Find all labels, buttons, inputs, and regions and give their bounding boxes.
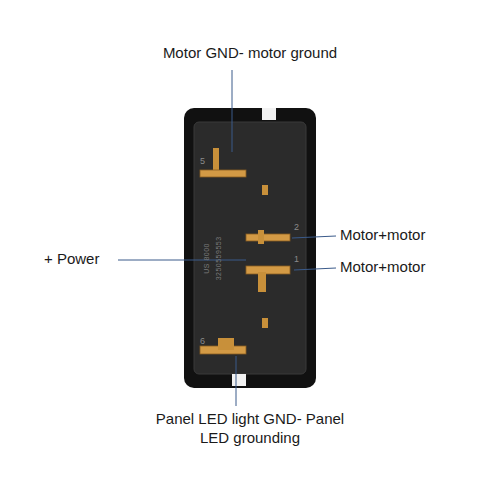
pin-number: 5 — [200, 156, 205, 167]
leader-line — [118, 260, 246, 261]
terminal-blade — [246, 234, 290, 241]
small-pin — [262, 185, 268, 195]
pin-function-label: Motor+motor — [340, 226, 425, 245]
leader-line — [236, 356, 237, 406]
embossed-marking: 3250559553 — [215, 236, 224, 280]
terminal-blade — [258, 230, 264, 244]
pin-function-label: Motor+motor — [340, 258, 425, 277]
terminal-blade — [218, 338, 234, 350]
small-pin — [262, 318, 268, 328]
pin-function-label: Motor GND- motor ground — [163, 44, 337, 63]
terminal-blade — [258, 272, 266, 292]
switch-back-panel — [194, 122, 306, 374]
switch-housing — [184, 108, 316, 388]
leader-line — [294, 268, 336, 270]
embossed-marking: US 8000 — [203, 243, 212, 274]
latch-tab — [232, 374, 246, 386]
latch-tab — [262, 108, 276, 120]
pin-number: 2 — [294, 222, 299, 233]
terminal-blade — [246, 266, 290, 274]
pin-function-label: Panel LED light GND- Panel LED grounding — [140, 410, 360, 448]
leader-line — [232, 70, 233, 152]
leader-line — [292, 236, 336, 238]
pin-number: 6 — [200, 336, 205, 347]
pin-number: 1 — [294, 254, 299, 265]
terminal-blade — [200, 170, 246, 177]
pin-function-label: + Power — [44, 250, 99, 269]
